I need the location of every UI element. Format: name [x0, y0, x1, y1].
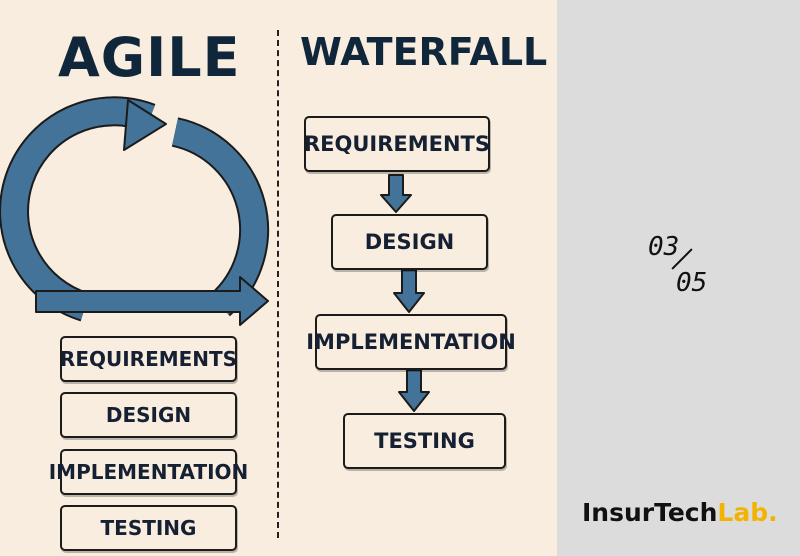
agile-step-testing: TESTING [60, 505, 237, 551]
brand-logo: InsurTechLab. [582, 498, 778, 527]
brand-accent: Lab. [717, 498, 778, 527]
page-counter-total: 05 [676, 268, 708, 298]
agile-step-implementation: IMPLEMENTATION [49, 449, 248, 495]
waterfall-step-testing: TESTING [343, 413, 506, 469]
agile-title: AGILE [58, 26, 241, 89]
down-arrow-icon [398, 369, 430, 412]
dashed-divider [277, 30, 279, 538]
side-panel [557, 0, 800, 556]
page-counter-current: 03 [648, 232, 680, 262]
waterfall-step-design: DESIGN [331, 214, 488, 270]
waterfall-step-requirements: REQUIREMENTS [304, 116, 490, 172]
waterfall-step-implementation: IMPLEMENTATION [306, 314, 516, 370]
waterfall-title: WATERFALL [300, 30, 548, 74]
brand-name: InsurTech [582, 498, 718, 527]
down-arrow-icon [393, 269, 425, 313]
agile-cycle-arrow-icon [0, 96, 430, 412]
agile-step-requirements: REQUIREMENTS [60, 336, 237, 382]
down-arrow-icon [380, 174, 412, 213]
agile-step-design: DESIGN [60, 392, 237, 438]
